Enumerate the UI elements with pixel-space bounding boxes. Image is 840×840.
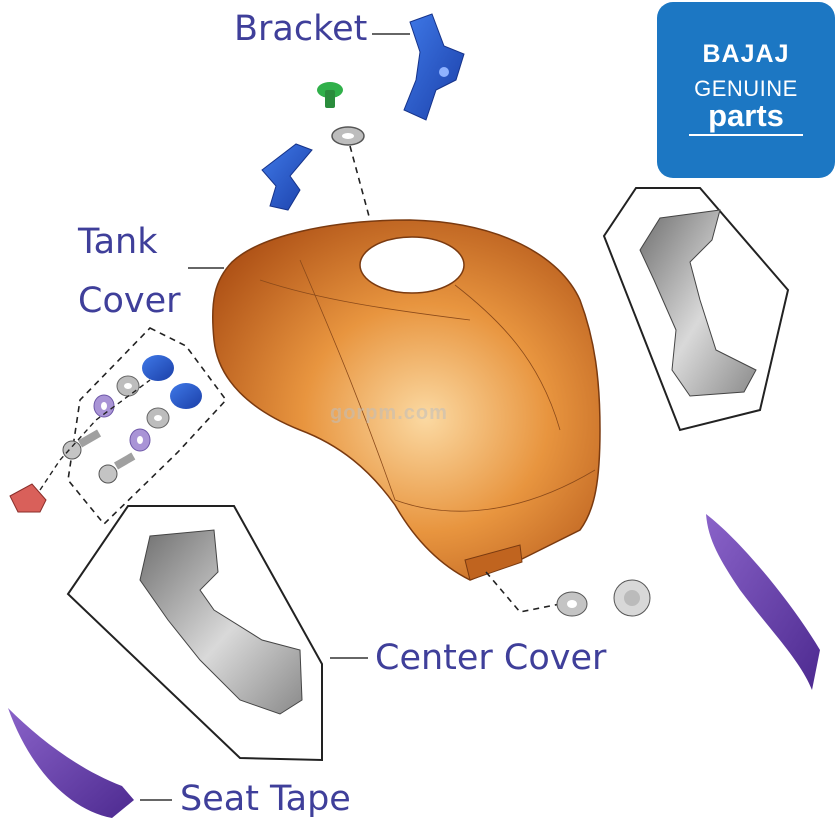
top-washer <box>331 126 365 146</box>
logo-brand-text: BAJAJ <box>702 40 790 68</box>
bracket-label: Bracket <box>234 9 368 49</box>
seat-tape-part-left <box>8 708 134 818</box>
center-bolt <box>613 579 651 617</box>
seat-tape-label: Seat Tape <box>180 779 351 819</box>
bajaj-genuine-parts-logo: BAJAJ GENUINE parts <box>657 2 835 178</box>
center-cover-part <box>139 529 303 715</box>
washer-grey-1 <box>116 375 140 397</box>
green-bolt <box>317 82 343 108</box>
grommet-blue-1 <box>142 355 174 381</box>
label-leader-lines <box>140 33 410 801</box>
top-dash-line <box>349 145 371 221</box>
hardware-dash-line <box>39 379 151 491</box>
tank-cover-label-line1: Tank <box>78 222 158 262</box>
seat-tape-part-right <box>706 514 820 690</box>
bracket-part-lower <box>261 143 313 211</box>
logo-genuine-text: GENUINE <box>694 76 798 101</box>
side-cover-part-right <box>639 209 757 397</box>
logo-underline <box>689 134 803 136</box>
tank-cover-label-line2: Cover <box>78 281 181 321</box>
tank-cover-part <box>211 219 601 581</box>
washer-grey-2 <box>146 407 170 429</box>
bolt-grey-1 <box>62 429 102 460</box>
end-cap-red <box>9 483 47 513</box>
center-dash-line <box>485 571 561 613</box>
hardware-group-outline <box>67 327 228 526</box>
center-washer <box>556 591 588 617</box>
center-cover-label: Center Cover <box>375 638 607 678</box>
grommet-blue-2 <box>170 383 202 409</box>
watermark-text: gorpm.com <box>330 402 448 424</box>
bracket-part-upper <box>403 13 465 121</box>
washer-purple-2 <box>129 428 151 452</box>
bolt-grey-2 <box>98 452 136 484</box>
logo-parts-text: parts <box>708 98 784 133</box>
